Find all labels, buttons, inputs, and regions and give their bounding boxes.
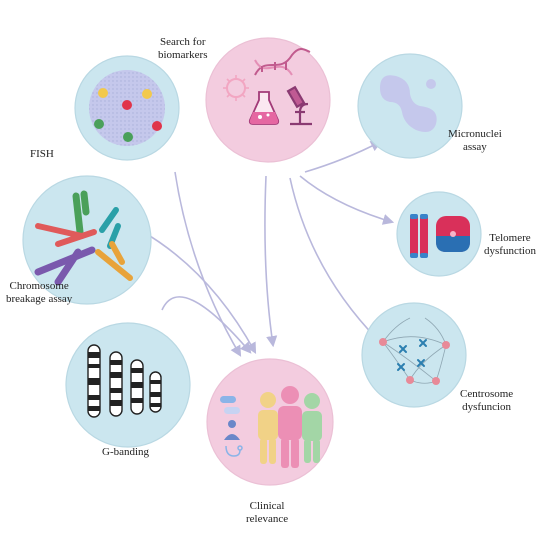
node-g-banding — [65, 322, 191, 448]
person-green — [302, 393, 322, 463]
node-centrosome — [361, 302, 467, 408]
chromosome-red — [35, 223, 97, 247]
telomere-chromosome — [410, 214, 428, 258]
dividing-nucleus-shape — [380, 75, 437, 132]
label-biomarkers-line2: biomarkers — [158, 49, 208, 61]
label-biomarkers: Search for biomarkers — [158, 36, 207, 62]
edges — [139, 140, 395, 357]
signal-red-1 — [122, 100, 132, 110]
person-yellow — [258, 392, 278, 464]
stethoscope-icon — [225, 445, 243, 457]
edge-chromosome-clinical — [139, 229, 257, 354]
micronucleus-dot — [426, 79, 436, 89]
label-chromosome-line2: breakage assay — [6, 293, 73, 305]
edge-biomarkers-telomere — [299, 175, 395, 225]
label-fish: FISH — [30, 148, 54, 161]
edge-gbanding-clinical — [161, 296, 252, 354]
edge-fish-clinical — [174, 171, 242, 357]
node-chromosome-breakage — [22, 175, 152, 305]
label-clinical: Clinical relevance — [246, 500, 288, 526]
edge-biomarkers-micronuclei — [304, 140, 382, 173]
label-telomere-line1: Telomere — [489, 232, 531, 244]
label-centrosome: Centrosome dysfuncion — [460, 388, 513, 414]
label-g-banding-text: G-banding — [102, 446, 150, 458]
node-telomere — [396, 191, 482, 277]
signal-yellow-1 — [98, 88, 108, 98]
karyotype-chromosomes — [87, 344, 162, 418]
label-biomarkers-line1: Search for — [159, 36, 206, 48]
label-micronuclei-line1: Micronuclei — [448, 128, 502, 140]
label-micronuclei: Micronuclei assay — [448, 128, 502, 154]
signal-yellow-2 — [142, 89, 152, 99]
virus-icon — [223, 75, 249, 101]
dna-helix-icon — [254, 48, 311, 76]
label-chromosome-breakage: Chromosome breakage assay — [6, 280, 72, 306]
chromosome-orange — [95, 241, 133, 281]
signal-green-2 — [123, 132, 133, 142]
chromosome-purple — [34, 246, 96, 286]
label-fish-text: FISH — [30, 148, 54, 160]
chromosome-green — [72, 190, 90, 236]
chromosome-marks — [397, 339, 427, 371]
signal-red-2 — [152, 121, 162, 131]
edge-biomarkers-centrosome — [289, 177, 380, 342]
edge-biomarkers-clinical — [264, 175, 278, 348]
node-fish — [74, 55, 180, 161]
label-centrosome-line2: dysfuncion — [462, 401, 512, 413]
person-pink — [278, 386, 302, 468]
label-clinical-line2: relevance — [246, 513, 289, 525]
signal-green-1 — [94, 119, 104, 129]
centrosome-poles — [379, 338, 450, 385]
node-clinical — [206, 358, 334, 486]
label-centrosome-line1: Centrosome — [460, 388, 514, 400]
label-telomere: Telomere dysfunction — [484, 232, 536, 258]
label-g-banding: G-banding — [102, 446, 149, 459]
node-micronuclei — [357, 53, 463, 159]
microscope-icon — [286, 85, 312, 126]
doctor-icon — [224, 420, 240, 440]
telomere-zoom — [436, 216, 470, 252]
label-clinical-line1: Clinical — [249, 500, 285, 512]
label-telomere-line2: dysfunction — [484, 245, 536, 257]
flask-icon — [248, 91, 280, 125]
label-chromosome-line1: Chromosome — [9, 280, 69, 292]
label-micronuclei-line2: assay — [462, 141, 487, 153]
pills-icon — [220, 396, 240, 414]
node-biomarkers — [205, 37, 331, 163]
